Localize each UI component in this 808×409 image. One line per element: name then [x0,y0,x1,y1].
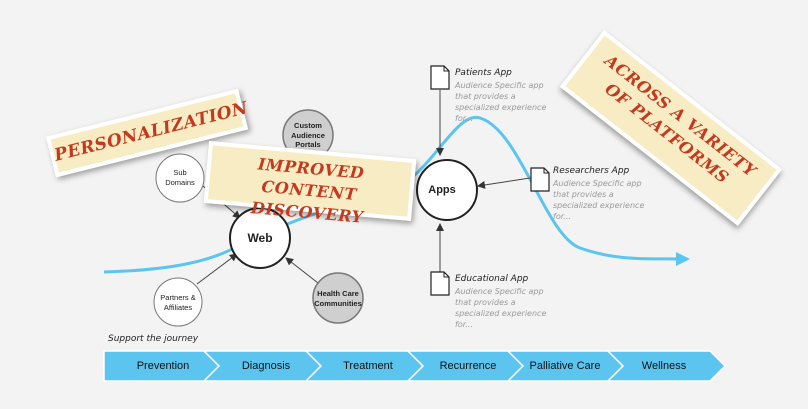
apps-label: Apps [428,184,456,196]
researchers-app-title: Researchers App [553,166,630,176]
connector-researchers [477,177,531,189]
apps-node [416,159,478,221]
stage-recurrence: Recurrence [439,360,497,372]
improved-discovery-text: Improved Content Discovery [250,154,366,227]
sub-domains-node [155,153,205,203]
partners-node [153,277,203,327]
stage-wellness: Wellness [641,360,687,372]
custom-portals-label: Custom Audience Portals [291,121,325,149]
sub-domains-label: Sub Domains [165,168,195,187]
partners-label: Partners & Affiliates [160,293,196,312]
researchers-doc-icon [530,167,550,192]
journey-label: Support the journey [108,334,199,344]
health-care-node [312,272,364,324]
patients-app-title: Patients App [455,68,512,78]
stage-diagnosis: Diagnosis [241,360,291,372]
educational-app-desc: Audience Specific app that provides a sp… [455,287,547,329]
researchers-app-desc: Audience Specific app that provides a sp… [553,179,645,221]
curve-arrowhead [676,252,690,266]
patients-app-desc: Audience Specific app that provides a sp… [455,81,547,123]
stage-prevention: Prevention [136,360,190,372]
health-care-label: Health Care Communities [314,289,362,308]
journey-bar [103,350,727,382]
stage-palliative-care: Palliative Care [529,360,601,372]
educational-app-title: Educational App [455,274,529,284]
connector-partners [196,253,238,285]
web-label: Web [247,231,273,245]
connector-healthcare [285,257,319,284]
patients-doc-icon [430,65,450,90]
educational-doc-icon [430,271,450,296]
stage-treatment: Treatment [343,360,393,372]
